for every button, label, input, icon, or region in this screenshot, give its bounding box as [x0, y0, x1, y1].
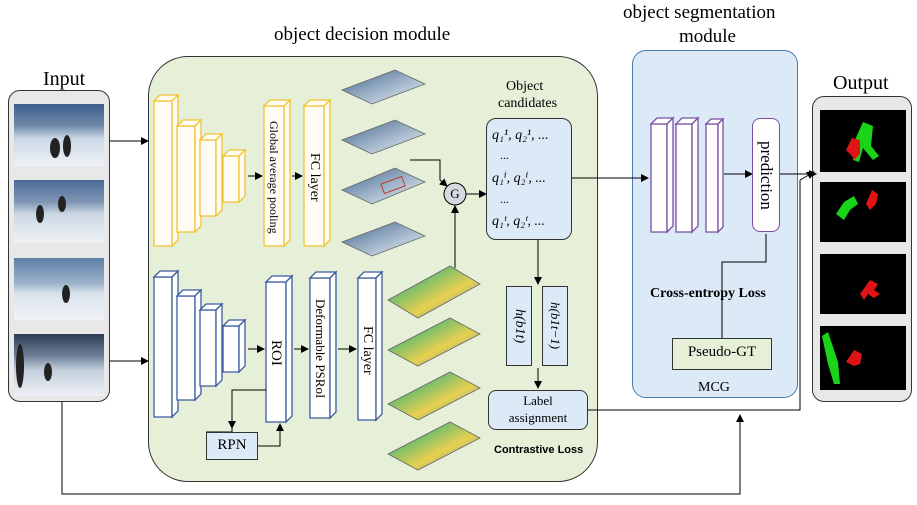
blue-backbone — [152, 269, 247, 419]
h-b1t-minus1-box — [542, 286, 568, 366]
label-assignment-line1: Label — [523, 393, 553, 408]
global-average-pooling-block — [262, 98, 292, 248]
candidates-row-3: q₁ᵗ, q₂ᵗ, ... — [492, 214, 545, 229]
heatmap-images — [387, 265, 481, 471]
roi-block — [264, 274, 294, 424]
mcg-label: MCG — [698, 380, 730, 395]
rpn-box — [206, 432, 258, 460]
input-frame-2 — [14, 180, 104, 242]
input-skaters — [16, 135, 71, 388]
output-mask-3 — [820, 254, 906, 314]
connectors — [61, 137, 817, 495]
label-assignment-line2: assignment — [508, 410, 568, 425]
object-candidates-label-line1: Object — [506, 79, 544, 94]
output-mask-shapes — [822, 122, 880, 384]
candidates-row-1: q₁¹, q₂¹, ... — [492, 128, 549, 143]
prediction-label: prediction — [757, 140, 776, 210]
candidates-dots-1: ... — [500, 148, 509, 162]
g-node — [443, 182, 467, 206]
contrastive-loss-label: Contrastive Loss — [494, 444, 584, 456]
rpn-label: RPN — [217, 437, 247, 453]
yellow-backbone — [152, 93, 247, 248]
g-node-label: G — [450, 186, 460, 201]
label-assignment-box — [488, 390, 588, 430]
fc-layer-top-block — [302, 98, 332, 248]
candidates-dots-2: ... — [500, 192, 509, 206]
pseudo-gt-box — [672, 338, 772, 370]
global-average-pooling-label: Global average pooling — [267, 120, 281, 234]
prediction-box — [752, 118, 780, 232]
segmentation-layers — [649, 116, 725, 234]
deformable-psroi-label: Deformable PSRoI — [313, 299, 328, 399]
h-b1t-label: h(b1t) — [512, 308, 527, 344]
input-frame-4 — [14, 334, 104, 396]
roi-label: ROI — [268, 340, 284, 366]
segmentation-module-title-line1: object segmentation — [623, 2, 776, 23]
decision-module-title: object decision module — [274, 24, 451, 45]
h-b1t-minus1-label: h(b1t−1) — [548, 302, 563, 350]
pseudo-gt-label: Pseudo-GT — [687, 344, 757, 360]
input-frame-3 — [14, 258, 104, 320]
deformable-psroi-block — [308, 270, 338, 420]
cross-entropy-loss-label: Cross-entropy Loss — [650, 286, 766, 301]
input-title: Input — [43, 68, 86, 90]
object-candidates-box — [486, 118, 572, 240]
output-title: Output — [833, 72, 889, 94]
candidates-row-2: q₁ⁱ, q₂ⁱ, ... — [492, 171, 546, 186]
input-frame-1 — [14, 104, 104, 166]
object-candidates-label-line2: candidates — [498, 96, 558, 111]
fc-layer-bottom-block — [356, 270, 384, 422]
cropped-images-top — [340, 69, 427, 257]
h-b1t-box — [506, 286, 532, 366]
fc-layer-bottom-label: FC layer — [360, 325, 375, 375]
fc-layer-top-label: FC layer — [307, 152, 322, 202]
output-mask-2 — [820, 182, 906, 242]
segmentation-module-title-line2: module — [679, 26, 736, 47]
